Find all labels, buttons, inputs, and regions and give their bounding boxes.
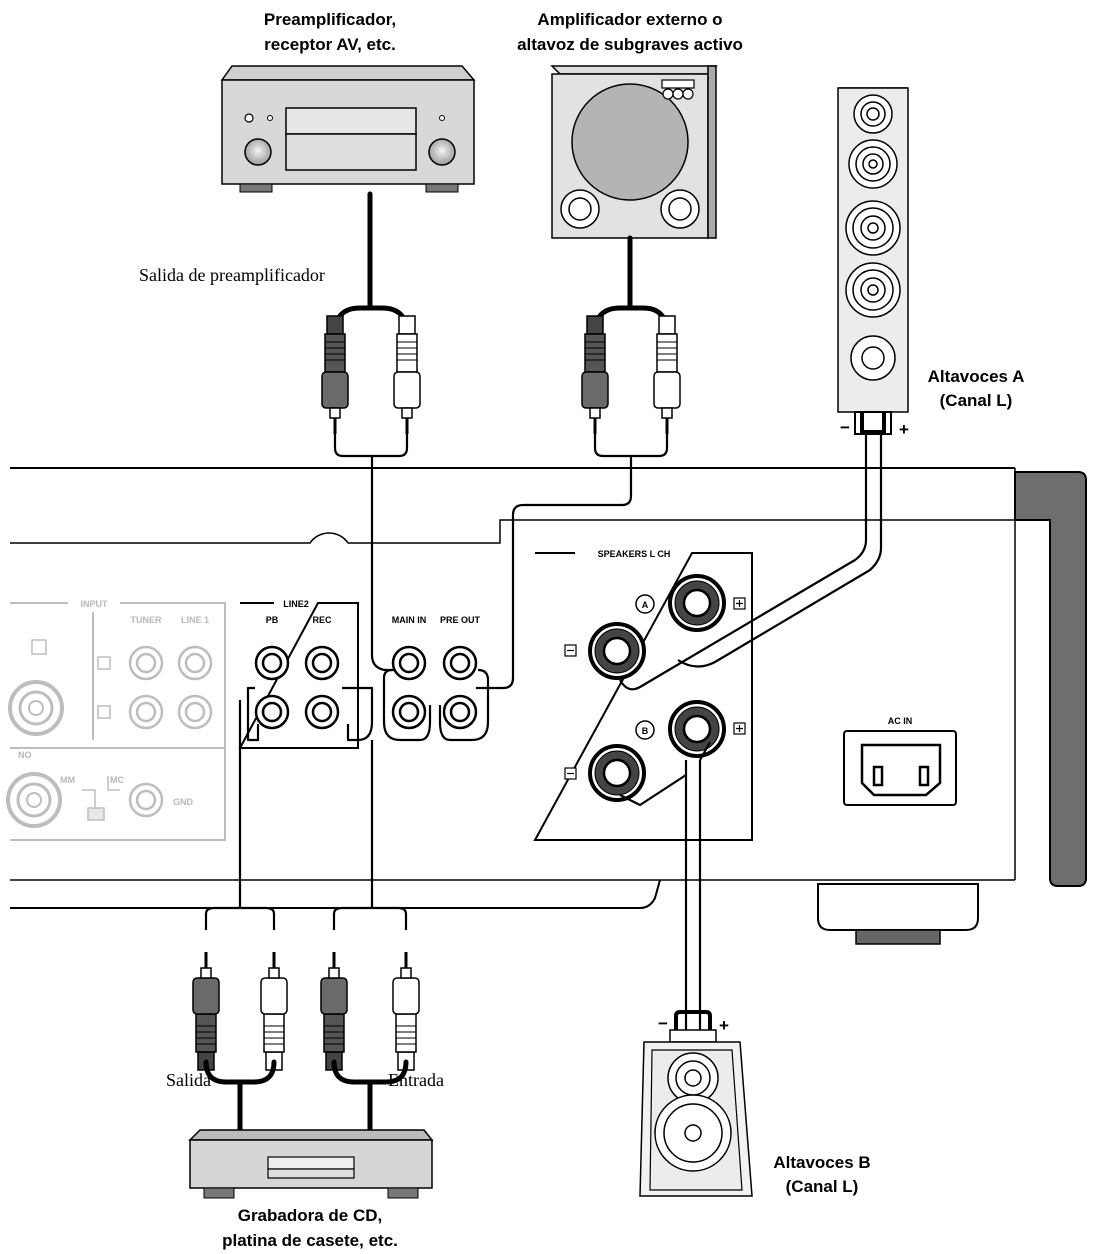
svg-text:Preamplificador,: Preamplificador,: [264, 10, 396, 29]
preamp-device: [220, 65, 476, 193]
speaker-b-label: Altavoces B (Canal L): [773, 1153, 870, 1196]
recorder-cables: [191, 700, 421, 1159]
preamp-cable: [320, 191, 422, 672]
svg-text:Altavoces A: Altavoces A: [928, 367, 1025, 386]
svg-text:−: −: [658, 1014, 668, 1033]
svg-text:PRE OUT: PRE OUT: [440, 615, 481, 625]
svg-text:(Canal L): (Canal L): [940, 391, 1013, 410]
cable-labels: Salida de preamplificador Salida Entrada: [139, 265, 444, 1090]
svg-text:Altavoces B: Altavoces B: [773, 1153, 870, 1172]
svg-text:SPEAKERS L CH: SPEAKERS L CH: [598, 549, 671, 559]
line2-section: LINE2 PB REC: [238, 599, 359, 749]
svg-text:REC: REC: [312, 615, 332, 625]
speaker-a-device: [837, 87, 909, 435]
panel-jumpers: [246, 668, 490, 742]
svg-text:MC: MC: [110, 775, 124, 785]
speaker-a-wire: [619, 434, 883, 691]
svg-text:(Canal L): (Canal L): [786, 1177, 859, 1196]
svg-text:LINE 1: LINE 1: [181, 615, 209, 625]
svg-text:−: −: [840, 418, 850, 437]
svg-text:MAIN IN: MAIN IN: [392, 615, 427, 625]
speaker-b-wire: [619, 741, 711, 1030]
preamp-label: Preamplificador, receptor AV, etc.: [264, 10, 396, 54]
svg-text:Amplificador externo o: Amplificador externo o: [537, 10, 722, 29]
amplifier-rear-panel: [10, 467, 1087, 945]
input-section: INPUT TUNER LINE 1 NO MM MC GND: [6, 599, 226, 841]
recorder-device: [188, 1129, 434, 1199]
subwoofer-label: Amplificador externo o altavoz de subgra…: [517, 10, 743, 54]
svg-text:altavoz de subgraves activo: altavoz de subgraves activo: [517, 35, 743, 54]
svg-text:+: +: [899, 420, 909, 439]
speakers-section: SPEAKERS L CH A B: [533, 549, 753, 841]
speaker-b-terminals-label: − +: [658, 1014, 729, 1035]
svg-text:GND: GND: [173, 797, 194, 807]
svg-text:+: +: [719, 1016, 729, 1035]
ac-inlet: AC IN: [843, 716, 957, 806]
svg-text:receptor AV, etc.: receptor AV, etc.: [264, 35, 396, 54]
speaker-a-terminals-label: − +: [840, 418, 909, 439]
svg-text:A: A: [642, 600, 649, 610]
svg-text:NO: NO: [18, 750, 32, 760]
svg-text:LINE2: LINE2: [283, 599, 309, 609]
input-jacks: [128, 645, 213, 818]
svg-text:Salida de preamplificador: Salida de preamplificador: [139, 265, 325, 285]
svg-text:MM: MM: [60, 775, 75, 785]
speaker-terminals: [588, 574, 726, 802]
svg-text:TUNER: TUNER: [131, 615, 162, 625]
svg-text:platina de casete, etc.: platina de casete, etc.: [222, 1231, 398, 1250]
svg-text:Entrada: Entrada: [388, 1070, 444, 1090]
svg-text:INPUT: INPUT: [81, 599, 109, 609]
speaker-a-label: Altavoces A (Canal L): [928, 367, 1025, 410]
svg-text:PB: PB: [266, 615, 279, 625]
subwoofer-device: [550, 65, 718, 239]
svg-text:Grabadora de CD,: Grabadora de CD,: [238, 1206, 383, 1225]
speaker-b-device: [639, 1010, 753, 1197]
main-pre-section: MAIN IN PRE OUT: [391, 615, 481, 730]
svg-text:AC IN: AC IN: [888, 716, 913, 726]
recorder-label: Grabadora de CD, platina de casete, etc.: [222, 1206, 398, 1250]
subwoofer-cable: [476, 235, 682, 690]
svg-text:B: B: [642, 726, 649, 736]
svg-text:Salida: Salida: [166, 1070, 211, 1090]
